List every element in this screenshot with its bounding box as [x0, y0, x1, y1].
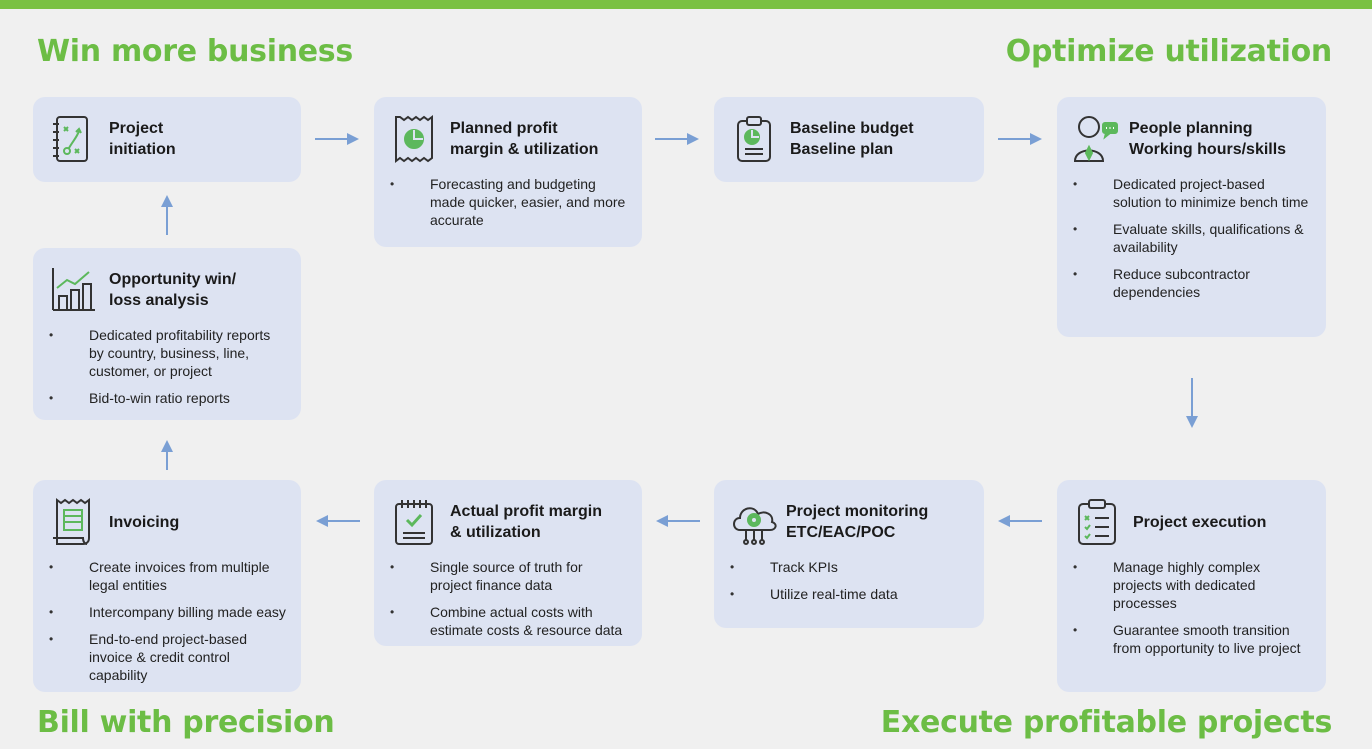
bullet-list: Manage highly complex projects with dedi…	[1071, 558, 1312, 657]
receipt-pie-chart-icon	[388, 113, 440, 165]
card-baseline-budget: Baseline budget Baseline plan	[714, 97, 984, 182]
card-title: Project monitoring ETC/EAC/POC	[786, 503, 929, 541]
list-item: Reduce subcontractor dependencies	[1071, 265, 1312, 301]
list-item: Bid-to-win ratio reports	[47, 389, 287, 407]
card-title: Invoicing	[109, 513, 180, 531]
card-title: Opportunity win/ loss analysis	[109, 271, 237, 309]
arrow-down-icon	[1185, 378, 1199, 428]
list-item: Track KPIs	[728, 558, 970, 576]
strategy-notebook-icon	[47, 113, 99, 165]
arrow-left-icon	[656, 514, 700, 528]
heading-win-more-business: Win more business	[37, 34, 353, 69]
arrow-left-icon	[998, 514, 1042, 528]
card-opportunity-analysis: Opportunity win/ loss analysis Dedicated…	[33, 248, 301, 420]
list-item: Evaluate skills, qualifications & availa…	[1071, 220, 1312, 256]
card-actual-profit: Actual profit margin & utilization Singl…	[374, 480, 642, 646]
arrow-right-icon	[655, 132, 699, 146]
list-item: Utilize real-time data	[728, 585, 970, 603]
cloud-gear-icon	[728, 496, 780, 548]
card-title: Actual profit margin & utilization	[450, 503, 603, 541]
heading-bill-with-precision: Bill with precision	[37, 705, 335, 740]
checklist-notebook-icon	[388, 496, 440, 548]
invoice-receipt-icon	[47, 496, 99, 548]
bullet-list: Single source of truth for project finan…	[388, 558, 628, 639]
heading-execute-profitable-projects: Execute profitable projects	[880, 705, 1333, 740]
bullet-list: Track KPIs Utilize real-time data	[728, 558, 970, 603]
list-item: Dedicated profitability reports by count…	[47, 326, 287, 380]
card-title: People planning Working hours/skills	[1129, 120, 1287, 158]
card-project-execution: Project execution Manage highly complex …	[1057, 480, 1326, 692]
arrow-left-icon	[316, 514, 360, 528]
arrow-right-icon	[998, 132, 1042, 146]
card-title: Baseline budget Baseline plan	[790, 120, 914, 158]
clipboard-pie-chart-icon	[728, 113, 780, 165]
list-item: Combine actual costs with estimate costs…	[388, 603, 628, 639]
card-project-initiation: Project initiation	[33, 97, 301, 182]
list-item: Create invoices from multiple legal enti…	[47, 558, 287, 594]
card-planned-profit: Planned profit margin & utilization Fore…	[374, 97, 642, 247]
card-title: Planned profit margin & utilization	[450, 120, 599, 158]
bar-chart-trend-icon	[47, 264, 99, 316]
bullet-list: Dedicated project-based solution to mini…	[1071, 175, 1312, 301]
top-accent-bar	[0, 0, 1372, 9]
card-invoicing: Invoicing Create invoices from multiple …	[33, 480, 301, 692]
list-item: Dedicated project-based solution to mini…	[1071, 175, 1312, 211]
list-item: Manage highly complex projects with dedi…	[1071, 558, 1312, 612]
person-chat-icon	[1071, 113, 1123, 165]
list-item: Forecasting and budgeting made quicker, …	[388, 175, 628, 229]
arrow-up-icon	[160, 195, 174, 235]
card-project-monitoring: Project monitoring ETC/EAC/POC Track KPI…	[714, 480, 984, 628]
bullet-list: Create invoices from multiple legal enti…	[47, 558, 287, 684]
bullet-list: Forecasting and budgeting made quicker, …	[388, 175, 628, 229]
card-title: Project initiation	[109, 120, 176, 158]
list-item: End-to-end project-based invoice & credi…	[47, 630, 287, 684]
card-title: Project execution	[1133, 513, 1267, 531]
list-item: Guarantee smooth transition from opportu…	[1071, 621, 1312, 657]
list-item: Intercompany billing made easy	[47, 603, 287, 621]
arrow-right-icon	[315, 132, 359, 146]
clipboard-checklist-icon	[1071, 496, 1123, 548]
list-item: Single source of truth for project finan…	[388, 558, 628, 594]
arrow-up-icon	[160, 440, 174, 470]
card-people-planning: People planning Working hours/skills Ded…	[1057, 97, 1326, 337]
bullet-list: Dedicated profitability reports by count…	[47, 326, 287, 407]
heading-optimize-utilization: Optimize utilization	[1005, 34, 1333, 69]
